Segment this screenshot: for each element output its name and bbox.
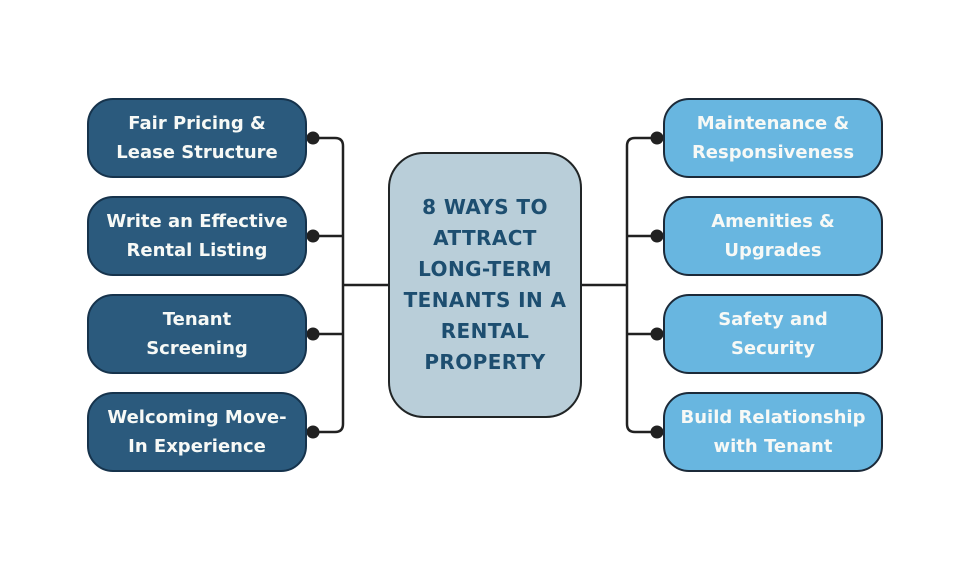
node-label: Build Relationship with Tenant [680, 407, 866, 457]
node-label: Tenant Screening [146, 309, 248, 359]
node-rental-listing: Write an Effective Rental Listing [87, 196, 307, 276]
node-build-relationship: Build Relationship with Tenant [663, 392, 883, 472]
node-label: Fair Pricing & Lease Structure [116, 113, 278, 163]
node-label: Amenities & Upgrades [711, 211, 835, 261]
node-label: Write an Effective Rental Listing [106, 211, 288, 261]
node-amenities-upgrades: Amenities & Upgrades [663, 196, 883, 276]
node-tenant-screening: Tenant Screening [87, 294, 307, 374]
node-label: Safety and Security [718, 309, 828, 359]
node-fair-pricing: Fair Pricing & Lease Structure [87, 98, 307, 178]
connector-right-trunk [625, 136, 657, 434]
connector-dot [306, 131, 320, 145]
connector-dot [306, 425, 320, 439]
connector-dot [650, 425, 664, 439]
connector-dot [650, 229, 664, 243]
center-title-label: 8 WAYS TO ATTRACT LONG-TERM TENANTS IN A… [403, 195, 567, 374]
connector-dot [650, 131, 664, 145]
node-move-in-experience: Welcoming Move- In Experience [87, 392, 307, 472]
connector-dot [650, 327, 664, 341]
node-center-title: 8 WAYS TO ATTRACT LONG-TERM TENANTS IN A… [388, 152, 582, 418]
connector-dot [306, 327, 320, 341]
node-label: Maintenance & Responsiveness [691, 113, 855, 163]
connector-left-trunk [313, 136, 345, 434]
connector-dot [306, 229, 320, 243]
node-maintenance-responsiveness: Maintenance & Responsiveness [663, 98, 883, 178]
node-safety-security: Safety and Security [663, 294, 883, 374]
node-label: Welcoming Move- In Experience [107, 407, 287, 457]
